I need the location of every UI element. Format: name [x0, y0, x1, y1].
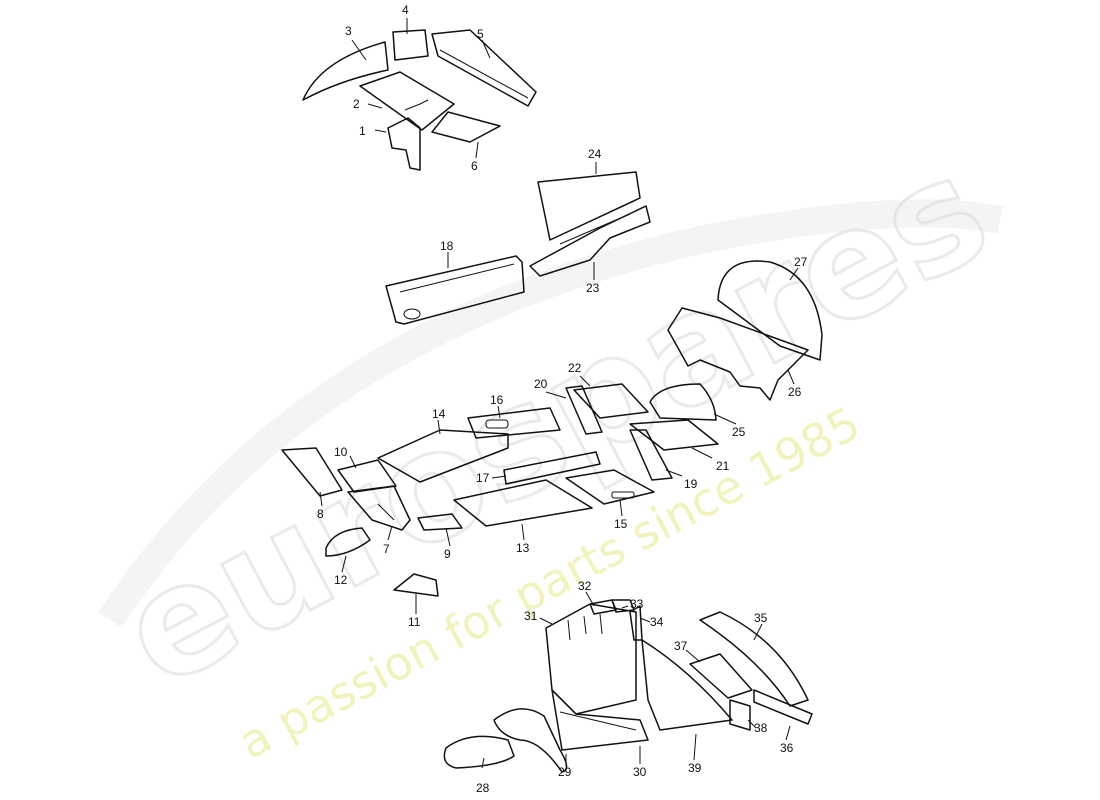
callout-27: 27: [794, 255, 808, 269]
part-8: [281, 447, 343, 497]
part-1: [387, 117, 421, 171]
callout-25: 25: [732, 425, 746, 439]
part-10: [337, 459, 397, 493]
callout-14: 14: [432, 407, 446, 421]
callout-8: 8: [317, 507, 324, 521]
callout-13: 13: [516, 541, 530, 555]
callout-11: 11: [408, 615, 421, 629]
callout-5: 5: [477, 27, 484, 41]
callout-28: 28: [476, 781, 490, 795]
callout-34: 34: [650, 615, 664, 629]
part-38: [729, 699, 751, 731]
part-9: [417, 513, 463, 531]
watermark: eurospares a passion for parts since 198…: [94, 121, 1016, 769]
part-39: [641, 639, 733, 731]
part-24: [537, 171, 641, 241]
part-29: [493, 708, 568, 773]
callout-18: 18: [440, 239, 454, 253]
callout-30: 30: [633, 765, 647, 779]
part-28: [443, 735, 515, 769]
part-4: [392, 29, 429, 61]
part-14: [377, 429, 509, 483]
callout-15: 15: [614, 517, 628, 531]
callout-38: 38: [754, 721, 768, 735]
callout-1: 1: [359, 124, 366, 138]
callout-37: 37: [674, 639, 688, 653]
part-35: [699, 611, 809, 707]
part-5: [431, 29, 537, 107]
leader-lines: [319, 18, 799, 769]
part-3: [302, 41, 389, 101]
callout-21: 21: [716, 459, 730, 473]
part-27: [717, 260, 823, 361]
callout-12: 12: [334, 573, 348, 587]
callout-24: 24: [588, 147, 602, 161]
part-7: [347, 485, 411, 531]
part-17: [503, 451, 601, 485]
part-13: [453, 479, 593, 527]
part-group-floor: [281, 260, 823, 597]
callout-16: 16: [490, 393, 504, 407]
part-37: [689, 653, 753, 699]
part-18: [385, 255, 525, 325]
part-26: [667, 307, 809, 401]
callout-10: 10: [334, 445, 348, 459]
callout-23: 23: [586, 281, 600, 295]
watermark-swoosh: [98, 199, 1003, 628]
callout-17: 17: [476, 471, 490, 485]
callout-35: 35: [754, 611, 768, 625]
callout-2: 2: [353, 97, 360, 111]
part-20: [565, 385, 603, 435]
callout-39: 39: [688, 761, 702, 775]
callout-22: 22: [568, 361, 582, 375]
part-23: [529, 205, 651, 277]
callout-26: 26: [788, 385, 802, 399]
callout-32: 32: [578, 579, 592, 593]
part-36: [753, 689, 813, 725]
callout-labels: 1 2 3 4 5 6 7 8 9 10 11 12 13 14 15 16 1…: [317, 3, 808, 795]
callout-19: 19: [684, 477, 698, 491]
part-group-bottom: [443, 599, 813, 773]
part-2: [359, 71, 455, 131]
part-15: [565, 469, 655, 505]
part-group-top: [302, 29, 537, 171]
part-30: [551, 689, 649, 751]
callout-29: 29: [558, 765, 572, 779]
callout-6: 6: [471, 159, 478, 173]
part-11: [393, 573, 439, 597]
callout-33: 33: [630, 597, 644, 611]
callout-20: 20: [534, 377, 548, 391]
callout-7: 7: [383, 542, 390, 556]
part-12: [325, 527, 371, 557]
part-6: [431, 111, 501, 143]
part-19: [629, 429, 673, 481]
watermark-brand: eurospares: [95, 123, 1014, 722]
part-group-middle-upper: [385, 171, 651, 325]
callout-9: 9: [444, 547, 451, 561]
callout-31: 31: [524, 609, 538, 623]
callout-3: 3: [345, 24, 352, 38]
callout-36: 36: [780, 741, 794, 755]
part-25: [649, 383, 717, 421]
callout-4: 4: [402, 3, 409, 17]
